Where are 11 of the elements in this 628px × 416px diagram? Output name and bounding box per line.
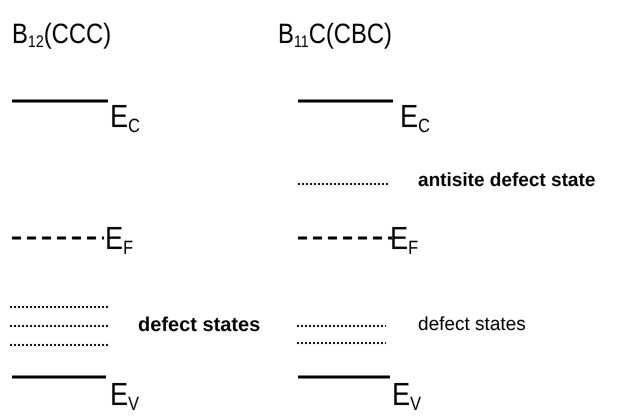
level-label: E$_{V}$	[392, 378, 422, 414]
level-label: E$_{V}$	[110, 378, 140, 414]
state-label: antisite defect state	[418, 171, 596, 190]
structure-title: B$_{12}$(CCC)	[12, 20, 112, 51]
level-label: E$_{C}$	[110, 100, 140, 136]
level-label: E$_{F}$	[105, 222, 134, 258]
level-label: E$_{F}$	[390, 222, 418, 258]
state-label: defect states	[418, 315, 526, 334]
state-label: defect states	[138, 315, 260, 335]
structure-title: B$_{11}$C(CBC)	[278, 20, 392, 51]
level-label: E$_{C}$	[400, 100, 430, 136]
